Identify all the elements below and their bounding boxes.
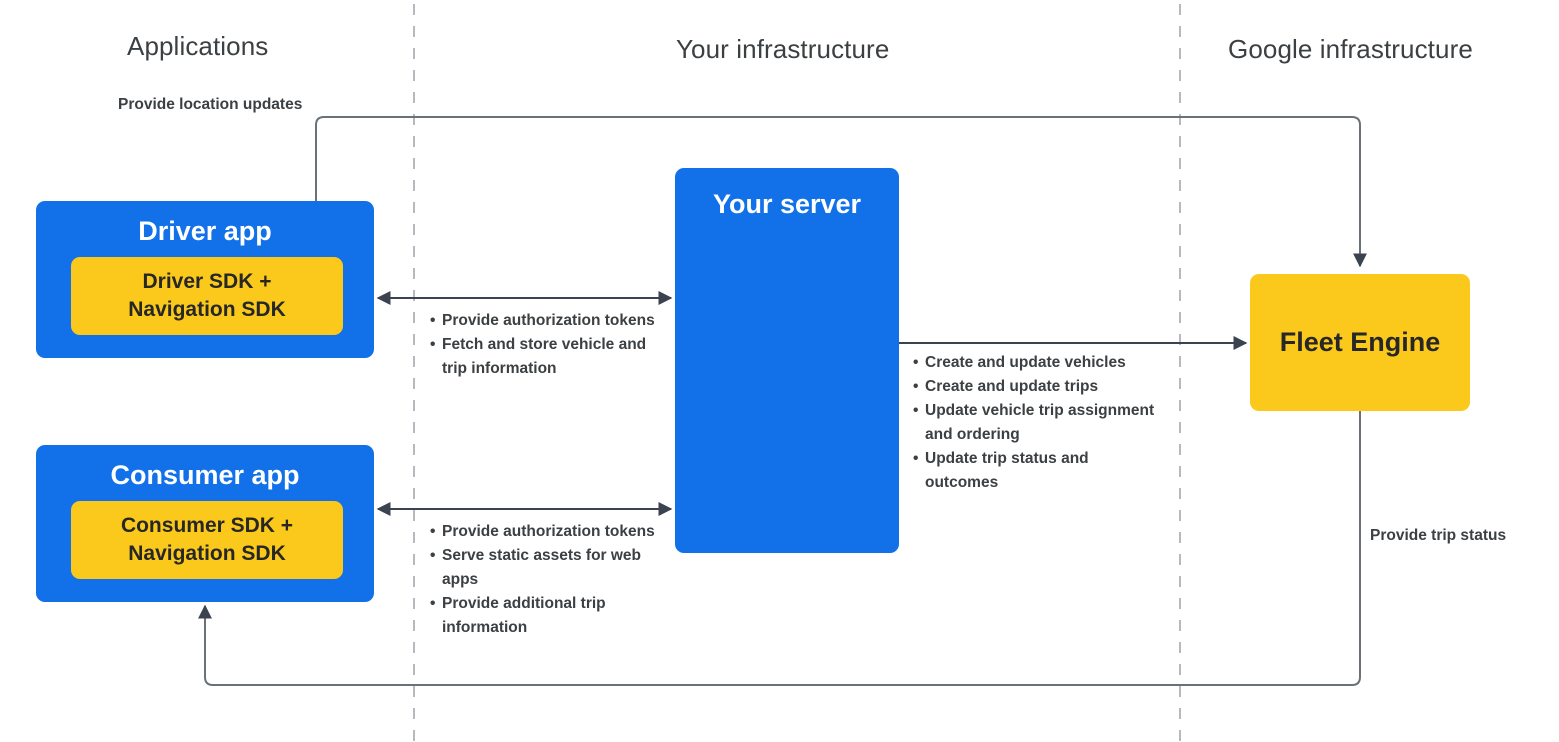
consumer-app-title: Consumer app: [110, 460, 300, 490]
bullet-item: Update vehicle trip assignment and order…: [913, 399, 1163, 447]
edge-label-provide-location-updates: Provide location updates: [118, 96, 303, 113]
driver-app-title: Driver app: [138, 216, 272, 246]
column-header-google-infrastructure: Google infrastructure: [1228, 34, 1473, 64]
node-driver-app: Driver app Driver SDK + Navigation SDK: [36, 201, 374, 358]
node-consumer-app: Consumer app Consumer SDK + Navigation S…: [36, 445, 374, 602]
your-server-title: Your server: [712, 189, 862, 219]
node-consumer-sdk: Consumer SDK + Navigation SDK: [71, 501, 343, 579]
edge-bullets-driver-server: Provide authorization tokensFetch and st…: [430, 309, 660, 381]
fleet-engine-title: Fleet Engine: [1279, 327, 1441, 357]
edge-bullets-server-fleet: Create and update vehiclesCreate and upd…: [913, 351, 1163, 495]
bullet-item: Update trip status and outcomes: [913, 447, 1163, 495]
edge-label-provide-trip-status: Provide trip status: [1370, 527, 1507, 544]
node-driver-sdk: Driver SDK + Navigation SDK: [71, 257, 343, 335]
bullet-item: Provide additional trip information: [430, 592, 660, 640]
node-your-server: Your server: [675, 168, 899, 553]
column-header-your-infrastructure: Your infrastructure: [676, 34, 890, 64]
bullet-item: Provide authorization tokens: [430, 309, 660, 333]
node-fleet-engine: Fleet Engine: [1250, 274, 1470, 411]
bullet-item: Fetch and store vehicle and trip informa…: [430, 333, 660, 381]
edge-bullets-consumer-server: Provide authorization tokensServe static…: [430, 520, 660, 640]
bullet-item: Create and update vehicles: [913, 351, 1163, 375]
bullet-item: Serve static assets for web apps: [430, 544, 660, 592]
bullet-item: Provide authorization tokens: [430, 520, 660, 544]
column-header-applications: Applications: [127, 31, 269, 61]
bullet-item: Create and update trips: [913, 375, 1163, 399]
